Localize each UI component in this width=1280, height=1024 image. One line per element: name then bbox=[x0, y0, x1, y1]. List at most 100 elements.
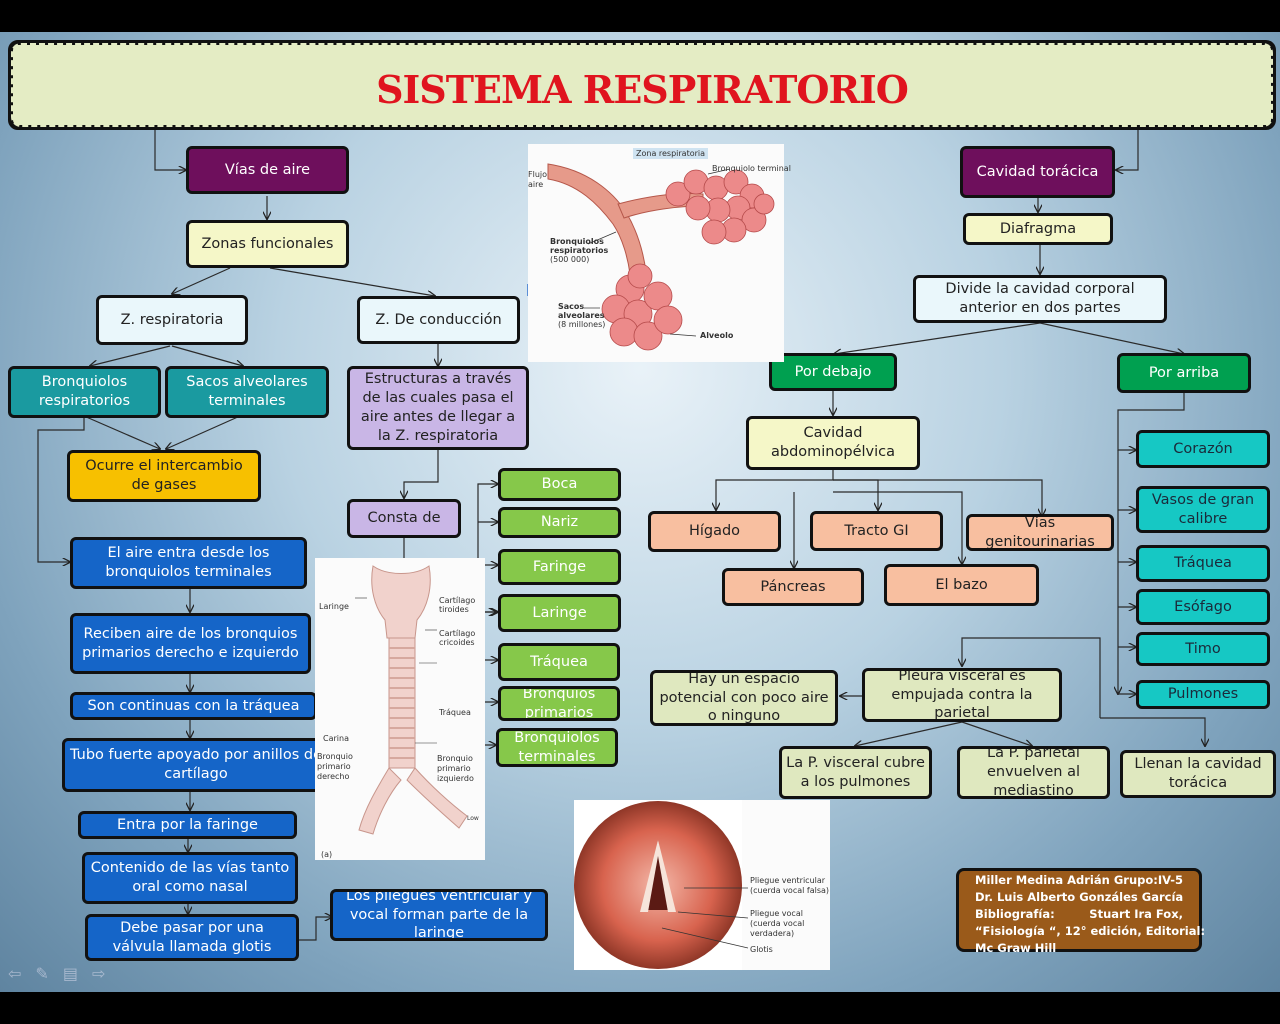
node-bronquiolos-terminales: Bronquiolos terminales bbox=[496, 728, 618, 767]
larynx-label-ventricular-2: (cuerda vocal falsa) bbox=[750, 886, 830, 895]
trachea-label-carina: Carina bbox=[323, 734, 349, 743]
node-tracto-gi: Tracto GI bbox=[810, 511, 943, 551]
node-vias-genitourinarias: Vías genitourinarias bbox=[966, 514, 1114, 551]
trachea-label-bronquio-der-1: Bronquio bbox=[317, 752, 353, 761]
node-laringe: Laringe bbox=[498, 594, 621, 632]
node-espacio-potencial: Hay un espacio potencial con poco aire o… bbox=[650, 670, 838, 726]
node-z-respiratoria: Z. respiratoria bbox=[96, 295, 248, 345]
slide: SISTEMA RESPIRATORIO bbox=[0, 32, 1280, 992]
node-divide-cavidad: Divide la cavidad corporal anterior en d… bbox=[913, 275, 1167, 323]
alveoli-figure: Zona respiratoria Flujo aire Bronquiolo … bbox=[528, 144, 791, 362]
alveoli-label-bronquiolos-3: (500 000) bbox=[550, 255, 590, 264]
trachea-label-bronquio-der-2: primario bbox=[317, 762, 351, 771]
node-p-visceral: La P. visceral cubre a los pulmones bbox=[779, 746, 932, 799]
node-entra-faringe: Entra por la faringe bbox=[78, 811, 297, 839]
node-pleura-visceral: Pleura visceral es empujada contra la pa… bbox=[862, 668, 1062, 722]
larynx-label-glotis: Glotis bbox=[750, 945, 773, 954]
node-pliegues-laringe: Los pliegues ventricular y vocal forman … bbox=[330, 889, 548, 941]
slideshow-controls: ⇦ ✎ ▤ ⇨ bbox=[8, 964, 105, 983]
node-nariz: Nariz bbox=[498, 507, 621, 538]
trachea-label-tiroides-1: Cartílago bbox=[439, 596, 476, 605]
credits-bib-publisher: Mc Graw Hill bbox=[975, 941, 1057, 955]
node-faringe: Faringe bbox=[498, 549, 621, 585]
alveoli-illustration bbox=[547, 163, 775, 351]
alveoli-label-sacos-1: Sacos bbox=[558, 302, 585, 311]
node-traquea-toracica: Tráquea bbox=[1136, 545, 1270, 582]
node-cavidad-abdominopelvica: Cavidad abdominopélvica bbox=[746, 416, 920, 470]
node-bazo: El bazo bbox=[884, 564, 1039, 606]
node-pulmones: Pulmones bbox=[1136, 680, 1270, 709]
node-aire-entra: El aire entra desde los bronquiolos term… bbox=[70, 537, 307, 589]
trachea-label-bronquio-izq-1: Bronquio bbox=[437, 754, 473, 763]
node-boca: Boca bbox=[498, 468, 621, 501]
node-z-conduccion: Z. De conducción bbox=[357, 296, 520, 344]
node-por-debajo: Por debajo bbox=[769, 353, 897, 391]
node-llenan-cavidad: Llenan la cavidad torácica bbox=[1120, 750, 1276, 798]
alveoli-label-sacos-2: alveolares bbox=[558, 311, 605, 320]
alveoli-label-bronquiolos-2: respiratorios bbox=[550, 246, 609, 255]
larynx-photo bbox=[574, 800, 749, 970]
trachea-label-bronquio-izq-2: primario bbox=[437, 764, 471, 773]
node-traquea: Tráquea bbox=[498, 643, 620, 681]
larynx-label-vocal-2: (cuerda vocal bbox=[750, 919, 805, 928]
node-vasos-gran-calibre: Vasos de gran calibre bbox=[1136, 486, 1270, 533]
menu-icon[interactable]: ▤ bbox=[62, 964, 78, 983]
credits-bib-title: “Fisiología “, 12° edición, Editorial: bbox=[975, 924, 1206, 938]
node-p-parietal: La P. parietal envuelven al mediastino bbox=[957, 746, 1110, 799]
trachea-label-traquea: Tráquea bbox=[439, 708, 471, 717]
trachea-label-cricoides-1: Cartílago bbox=[439, 629, 476, 638]
larynx-label-vocal-1: Pliegue vocal bbox=[750, 909, 803, 918]
alveoli-label-bronquiolo-terminal: Bronquiolo terminal bbox=[712, 164, 791, 173]
node-contenido-vias: Contenido de las vías tanto oral como na… bbox=[82, 852, 298, 904]
trachea-label-bronquio-der-3: derecho bbox=[317, 772, 350, 781]
node-reciben-aire: Reciben aire de los bronquios primarios … bbox=[70, 613, 311, 674]
credits-bib-label: Bibliografía: bbox=[975, 907, 1055, 921]
node-sacos-alveolares: Sacos alveolares terminales bbox=[165, 366, 329, 418]
credits-author: Miller Medina Adrián bbox=[975, 873, 1110, 887]
node-intercambio-gases: Ocurre el intercambio de gases bbox=[67, 450, 261, 502]
node-consta-de: Consta de bbox=[347, 499, 461, 538]
node-por-arriba: Por arriba bbox=[1117, 353, 1251, 393]
trachea-figure: Laringe Cartílago tiroides Cartílago cri… bbox=[315, 558, 485, 860]
node-vias-aire: Vías de aire bbox=[186, 146, 349, 194]
alveoli-label-aire: aire bbox=[528, 180, 544, 189]
node-corazon: Corazón bbox=[1136, 430, 1270, 468]
node-timo: Timo bbox=[1136, 632, 1270, 666]
trachea-label-signature: Low bbox=[467, 815, 479, 822]
node-cavidad-toracica: Cavidad torácica bbox=[960, 146, 1115, 198]
credits-teacher: Dr. Luis Alberto Gonzáles García bbox=[975, 890, 1184, 904]
node-bronquiolos-respiratorios: Bronquiolos respiratorios bbox=[8, 366, 161, 418]
pen-icon[interactable]: ✎ bbox=[35, 964, 49, 983]
alveoli-label-bronquiolos-1: Bronquiolos bbox=[550, 237, 604, 246]
trachea-label-panel: (a) bbox=[321, 850, 333, 859]
trachea-label-laringe: Laringe bbox=[319, 602, 349, 611]
node-esofago: Esófago bbox=[1136, 589, 1270, 625]
trachea-label-cricoides-2: cricoides bbox=[439, 638, 475, 647]
node-continuas-traquea: Son continuas con la tráquea bbox=[70, 692, 317, 720]
node-bronquios-primarios: Bronquios primarios bbox=[498, 686, 620, 721]
alveoli-label-alveolo: Alveolo bbox=[700, 331, 734, 340]
alveoli-label-flujo: Flujo bbox=[528, 170, 548, 179]
title-banner: SISTEMA RESPIRATORIO bbox=[8, 40, 1276, 130]
next-arrow-icon[interactable]: ⇨ bbox=[91, 964, 106, 983]
credits-bib-author: Stuart Ira Fox, bbox=[1089, 907, 1183, 921]
credits-group: Grupo:IV-5 bbox=[1113, 873, 1183, 887]
prev-arrow-icon[interactable]: ⇦ bbox=[8, 964, 22, 983]
node-tubo-fuerte: Tubo fuerte apoyado por anillos de cartí… bbox=[62, 738, 330, 792]
node-higado: Hígado bbox=[648, 511, 781, 552]
node-valvula-glotis: Debe pasar por una válvula llamada gloti… bbox=[85, 914, 299, 961]
alveoli-label-sacos-3: (8 millones) bbox=[558, 320, 606, 329]
node-diafragma: Diafragma bbox=[963, 213, 1113, 245]
trachea-label-bronquio-izq-3: izquierdo bbox=[437, 774, 474, 783]
node-zonas-funcionales: Zonas funcionales bbox=[186, 220, 349, 268]
node-pancreas: Páncreas bbox=[722, 568, 864, 606]
node-estructuras: Estructuras a través de las cuales pasa … bbox=[347, 366, 529, 450]
alveoli-header: Zona respiratoria bbox=[633, 148, 709, 159]
larynx-label-vocal-3: verdadera) bbox=[750, 929, 795, 938]
page-title: SISTEMA RESPIRATORIO bbox=[376, 67, 909, 112]
trachea-label-tiroides-2: tiroides bbox=[439, 605, 469, 614]
larynx-figure: Pliegue ventricular (cuerda vocal falsa)… bbox=[574, 800, 830, 970]
larynx-label-ventricular-1: Pliegue ventricular bbox=[750, 876, 826, 885]
